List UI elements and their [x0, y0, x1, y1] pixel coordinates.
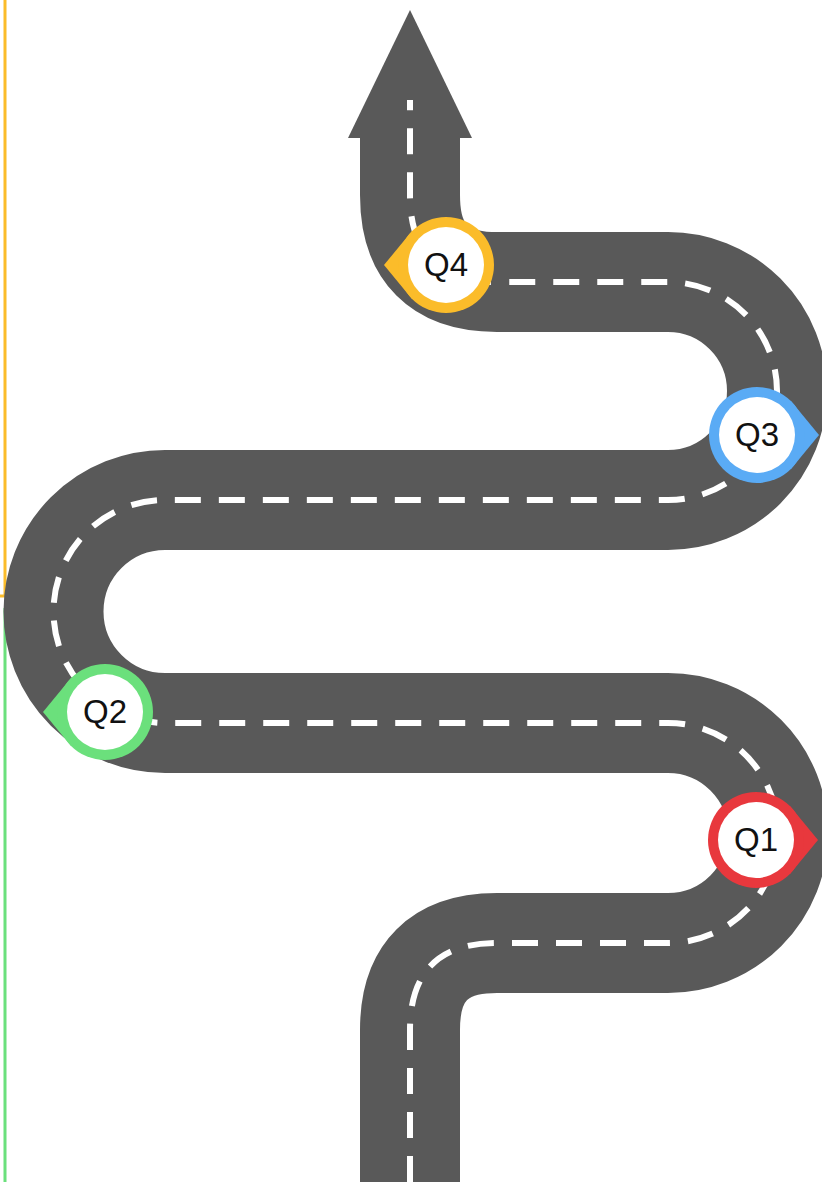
milestone-marker: Q3: [709, 387, 805, 483]
road-dashes: [54, 100, 779, 1182]
bracket-line: [4, 608, 7, 1182]
quarter-label: Q1: [708, 792, 804, 888]
milestone-marker: Q1: [708, 792, 804, 888]
bracket-line: [4, 0, 7, 596]
road-arrowhead: [348, 10, 472, 138]
milestone-marker: Q2: [57, 664, 153, 760]
quarter-label: Q4: [398, 217, 494, 313]
quarter-label: Q3: [709, 387, 805, 483]
road: [54, 130, 779, 1182]
quarter-label: Q2: [57, 664, 153, 760]
milestone-marker: Q4: [398, 217, 494, 313]
